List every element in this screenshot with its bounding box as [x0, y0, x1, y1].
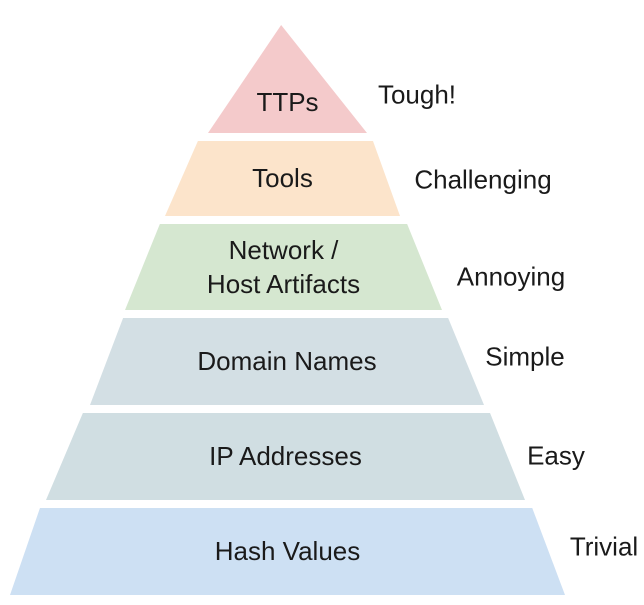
difficulty-label-simple: Simple	[485, 341, 565, 372]
pyramid-level-label-ttps: TTPs	[256, 86, 319, 117]
difficulty-label-easy: Easy	[527, 440, 585, 471]
pyramid-level-network-host-artifacts: Network / Host Artifacts	[125, 224, 442, 310]
pyramid-level-label-hash-values: Hash Values	[214, 536, 361, 567]
pyramid-level-tools: Tools	[165, 141, 400, 216]
difficulty-label-challenging: Challenging	[414, 164, 552, 195]
difficulty-label-annoying: Annoying	[456, 261, 566, 292]
pyramid-level-ttps: TTPs	[208, 25, 367, 133]
pyramid-level-label-network-host-artifacts: Network / Host Artifacts	[206, 234, 361, 299]
difficulty-label-tough: Tough!	[377, 79, 457, 110]
pyramid-level-ip-addresses: IP Addresses	[46, 413, 525, 500]
pyramid-level-hash-values: Hash Values	[10, 508, 565, 595]
pyramid-level-label-domain-names: Domain Names	[197, 346, 377, 377]
pyramid-level-label-tools: Tools	[252, 163, 313, 194]
difficulty-label-trivial: Trivial	[569, 531, 639, 562]
pyramid-level-domain-names: Domain Names	[90, 318, 484, 405]
pyramid-level-label-ip-addresses: IP Addresses	[209, 441, 362, 472]
